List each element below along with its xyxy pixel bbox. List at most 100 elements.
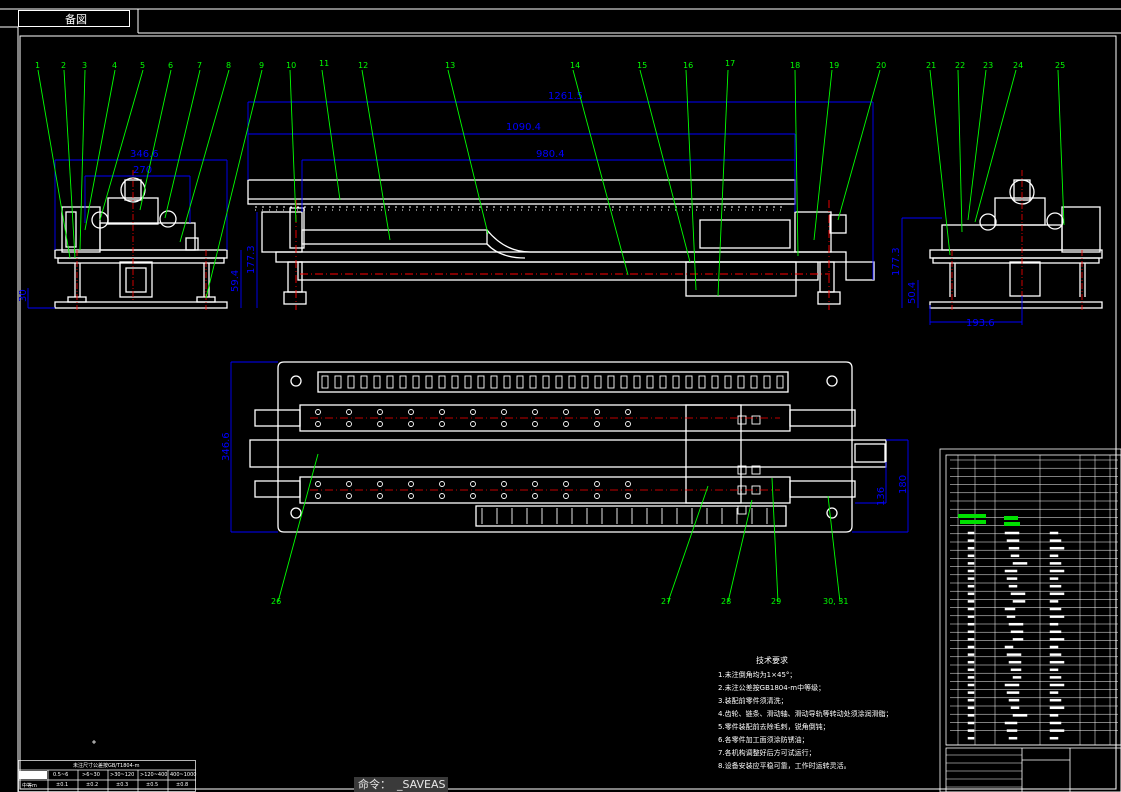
bolt-hole bbox=[501, 481, 507, 487]
parts-cell-text bbox=[1010, 668, 1022, 672]
tech-note-7: 7.各机构调整好后方可试运行； bbox=[718, 749, 816, 757]
parts-cell-text bbox=[967, 638, 975, 641]
parts-cell-text bbox=[967, 584, 975, 588]
title-block-highlights bbox=[958, 514, 1020, 526]
balloon-label: 22 bbox=[955, 61, 965, 70]
parts-cell-text bbox=[967, 660, 975, 664]
parts-cell-text bbox=[967, 592, 975, 596]
comb-tooth bbox=[412, 375, 420, 389]
parts-cell-text bbox=[1049, 607, 1062, 611]
bolt-hole bbox=[346, 481, 352, 487]
bolt-hole bbox=[625, 481, 631, 487]
parts-cell-text bbox=[967, 562, 975, 565]
bolt-hole bbox=[594, 409, 600, 415]
parts-cell-text bbox=[1008, 584, 1018, 588]
tol-h5: 400~1000 bbox=[170, 772, 197, 778]
top-view-centerlines bbox=[310, 417, 780, 491]
bolt-hole bbox=[470, 493, 476, 499]
parts-cell-text bbox=[1006, 539, 1020, 542]
bolt-hole bbox=[408, 409, 414, 415]
tol-v4: ±0.5 bbox=[146, 782, 159, 788]
dim-177a: 177.3 bbox=[246, 245, 257, 274]
comb-tooth bbox=[321, 375, 329, 389]
balloon-label: 20 bbox=[876, 61, 886, 70]
tech-note-6: 6.各零件加工面须涂防锈油； bbox=[718, 736, 809, 744]
comb-tooth bbox=[737, 375, 745, 389]
tech-note-2: 2.未注公差按GB1804-m中等级； bbox=[718, 684, 826, 692]
parts-cell-text bbox=[1012, 638, 1024, 641]
comb-tooth bbox=[451, 375, 459, 389]
dim-50: 50.4 bbox=[907, 282, 918, 304]
balloon-label: 4 bbox=[112, 61, 117, 70]
parts-cell-text bbox=[1049, 577, 1059, 580]
dim-270: 270 bbox=[133, 165, 152, 176]
bolt-hole bbox=[439, 481, 445, 487]
parts-cell-text bbox=[967, 600, 975, 603]
bolt-hole bbox=[377, 493, 383, 499]
balloon-label: 18 bbox=[790, 61, 800, 70]
balloon-label: 13 bbox=[445, 61, 455, 70]
comb-tooth bbox=[477, 375, 485, 389]
parts-cell-text bbox=[1006, 615, 1016, 618]
parts-cell-text bbox=[1049, 660, 1065, 664]
tol-v5: ±0.8 bbox=[176, 782, 189, 788]
balloon-label: 3 bbox=[82, 61, 87, 70]
parts-cell-text bbox=[1012, 600, 1026, 603]
parts-cell-text bbox=[1012, 676, 1022, 679]
parts-cell-text bbox=[1049, 584, 1062, 588]
right-side-view bbox=[929, 179, 1103, 309]
tol-h3: >30~120 bbox=[110, 772, 135, 778]
tol-title: 未注尺寸公差按GB/T1804-m bbox=[73, 763, 140, 769]
bolt-hole bbox=[501, 421, 507, 427]
parts-cell-text bbox=[967, 622, 975, 626]
parts-cell-text bbox=[1049, 638, 1065, 641]
comb-tooth bbox=[542, 375, 550, 389]
bolt-hole bbox=[532, 493, 538, 499]
command-line[interactable]: 命令：_SAVEAS bbox=[354, 777, 448, 792]
parts-cell-text bbox=[967, 554, 975, 558]
command-input[interactable]: _SAVEAS bbox=[397, 778, 446, 791]
comb-tooth bbox=[568, 375, 576, 389]
balloon-label: 1 bbox=[35, 61, 40, 70]
parts-cell-text bbox=[967, 698, 975, 702]
tol-h4: >120~400 bbox=[140, 772, 168, 778]
comb-tooth bbox=[724, 375, 732, 389]
dim-346: 346.6 bbox=[130, 149, 159, 160]
balloon-label: 24 bbox=[1013, 61, 1023, 70]
comb-tooth bbox=[672, 375, 680, 389]
bolt-hole bbox=[315, 481, 321, 487]
parts-cell-text bbox=[1049, 676, 1062, 679]
bolt-hole bbox=[377, 409, 383, 415]
parts-cell-text bbox=[1049, 600, 1059, 603]
comb-tooth bbox=[373, 375, 381, 389]
tech-note-5: 5.零件装配前去除毛刺，锐角倒钝； bbox=[718, 723, 830, 731]
bolt-hole bbox=[532, 409, 538, 415]
tol-v2: ±0.2 bbox=[86, 782, 99, 788]
parts-cell-text bbox=[1049, 592, 1065, 596]
tech-note-3: 3.装配前零件须清洗； bbox=[718, 697, 788, 705]
bolt-hole bbox=[439, 421, 445, 427]
drawing-frame bbox=[0, 8, 1121, 792]
parts-cell-text bbox=[1049, 539, 1062, 542]
parts-cell-text bbox=[1004, 721, 1018, 725]
parts-cell-text bbox=[1049, 729, 1065, 732]
bolt-hole bbox=[501, 409, 507, 415]
parts-cell-text bbox=[1006, 729, 1018, 732]
bolt-hole bbox=[532, 421, 538, 427]
balloon-label: 5 bbox=[140, 61, 145, 70]
parts-cell-text bbox=[1049, 569, 1065, 573]
dim-1261: 1261.5 bbox=[548, 91, 583, 102]
parts-cell-text bbox=[1049, 683, 1065, 687]
layout-tab[interactable]: 备図 bbox=[18, 10, 130, 27]
parts-cell-text bbox=[1049, 645, 1059, 649]
tol-v1: ±0.1 bbox=[56, 782, 69, 788]
technical-requirements: 技术要求 1.未注倒角均为1×45°； 2.未注公差按GB1804-m中等级； … bbox=[718, 655, 893, 773]
parts-cell-text bbox=[1049, 554, 1059, 558]
bolt-hole bbox=[594, 493, 600, 499]
parts-cell-text bbox=[1049, 562, 1062, 565]
comb-tooth bbox=[750, 375, 758, 389]
bolt-hole bbox=[563, 421, 569, 427]
parts-list-table bbox=[946, 455, 1118, 788]
comb-tooth bbox=[633, 375, 641, 389]
